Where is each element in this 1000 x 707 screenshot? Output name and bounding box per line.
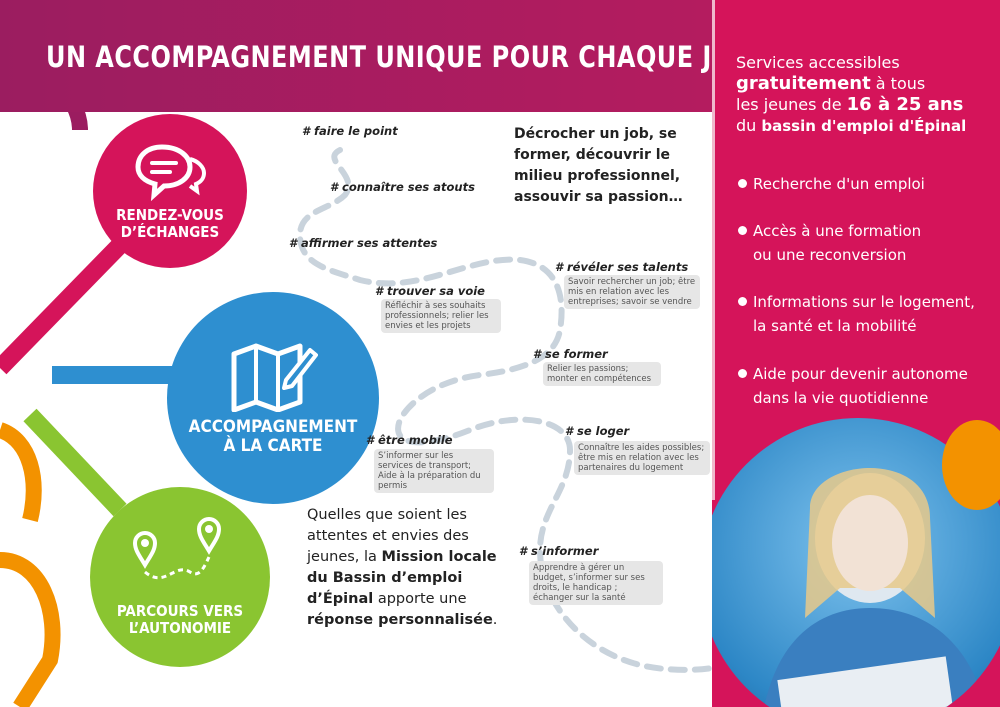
panel-divider (712, 0, 715, 500)
mission-paragraph: Quelles que soient les attentes et envie… (307, 507, 498, 628)
intro-free: gratuitement (736, 73, 871, 94)
intro-age: 16 à 25 ans (846, 94, 964, 115)
tag-talents: # révéler ses talents (555, 260, 689, 274)
route-pins-icon (132, 517, 222, 580)
service-label: Recherche d'un emploi (753, 175, 925, 193)
bullet-icon (738, 369, 747, 378)
tag-s-informer: # s’informer (519, 544, 599, 558)
service-label: ou une reconversion (753, 246, 907, 264)
intro-line-3: les jeunes de (736, 95, 847, 114)
bullet-icon (738, 297, 747, 306)
service-item: Accès à une formation ou une reconversion (738, 219, 998, 267)
tag-atouts: # connaître ses atouts (330, 180, 475, 194)
bullet-icon (738, 226, 747, 235)
note-etre-mobile: S’informer sur les services de transport… (374, 449, 494, 493)
intro-line-1: Services accessibles (736, 53, 900, 72)
intro-line-4: du (736, 116, 762, 135)
page-title: UN ACCOMPAGNEMENT UNIQUE POUR CHAQUE JEU… (46, 40, 787, 74)
note-trouver-sa-voie: Réfléchir à ses souhaits professionnels;… (381, 299, 501, 333)
note-se-loger: Connaître les aides possibles; être mis … (574, 441, 710, 475)
orange-accent-circle (942, 420, 1000, 510)
dashed-path (296, 147, 712, 673)
chat-bubbles-icon (135, 144, 207, 201)
service-label: la santé et la mobilité (753, 317, 917, 335)
decor-lines (0, 52, 712, 707)
service-label: Informations sur le logement, (753, 293, 975, 311)
service-label: Accès à une formation (753, 222, 922, 240)
service-label: Aide pour devenir autonome (753, 365, 968, 383)
tag-se-loger: # se loger (565, 424, 630, 438)
header-band (0, 0, 712, 112)
intro-area: bassin d'emploi d'Épinal (761, 117, 967, 135)
service-item: Recherche d'un emploi (738, 172, 998, 196)
service-item: Aide pour devenir autonome dans la vie qu… (738, 362, 998, 410)
tag-faire-le-point: # faire le point (302, 124, 398, 138)
quote-text: Décrocher un job, se former, découvrir l… (514, 126, 683, 205)
note-talents: Savoir rechercher un job; être mis en re… (564, 275, 700, 309)
bullet-icon (738, 179, 747, 188)
map-pencil-icon (231, 343, 318, 412)
note-se-former: Relier les passions; monter en compétenc… (543, 362, 661, 386)
tag-attentes: # affirmer ses attentes (289, 236, 438, 250)
note-s-informer: Apprendre à gérer un budget, s’informer … (529, 561, 663, 605)
service-label: dans la vie quotidienne (753, 389, 929, 407)
services-intro: Services accessibles gratuitement à tous… (736, 52, 996, 137)
tag-etre-mobile: # être mobile (366, 433, 453, 447)
blue-bar (52, 366, 182, 384)
intro-line-2: à tous (870, 74, 926, 93)
orange-arc (0, 422, 61, 707)
student-illustration-icon (764, 468, 986, 707)
green-stick (23, 408, 127, 517)
magenta-stick (0, 238, 127, 375)
tag-se-former: # se former (533, 347, 608, 361)
service-item: Informations sur le logement, la santé et… (738, 290, 998, 338)
right-panel: Services accessibles gratuitement à tous… (712, 0, 1000, 707)
tag-trouver-sa-voie: # trouver sa voie (375, 284, 485, 298)
